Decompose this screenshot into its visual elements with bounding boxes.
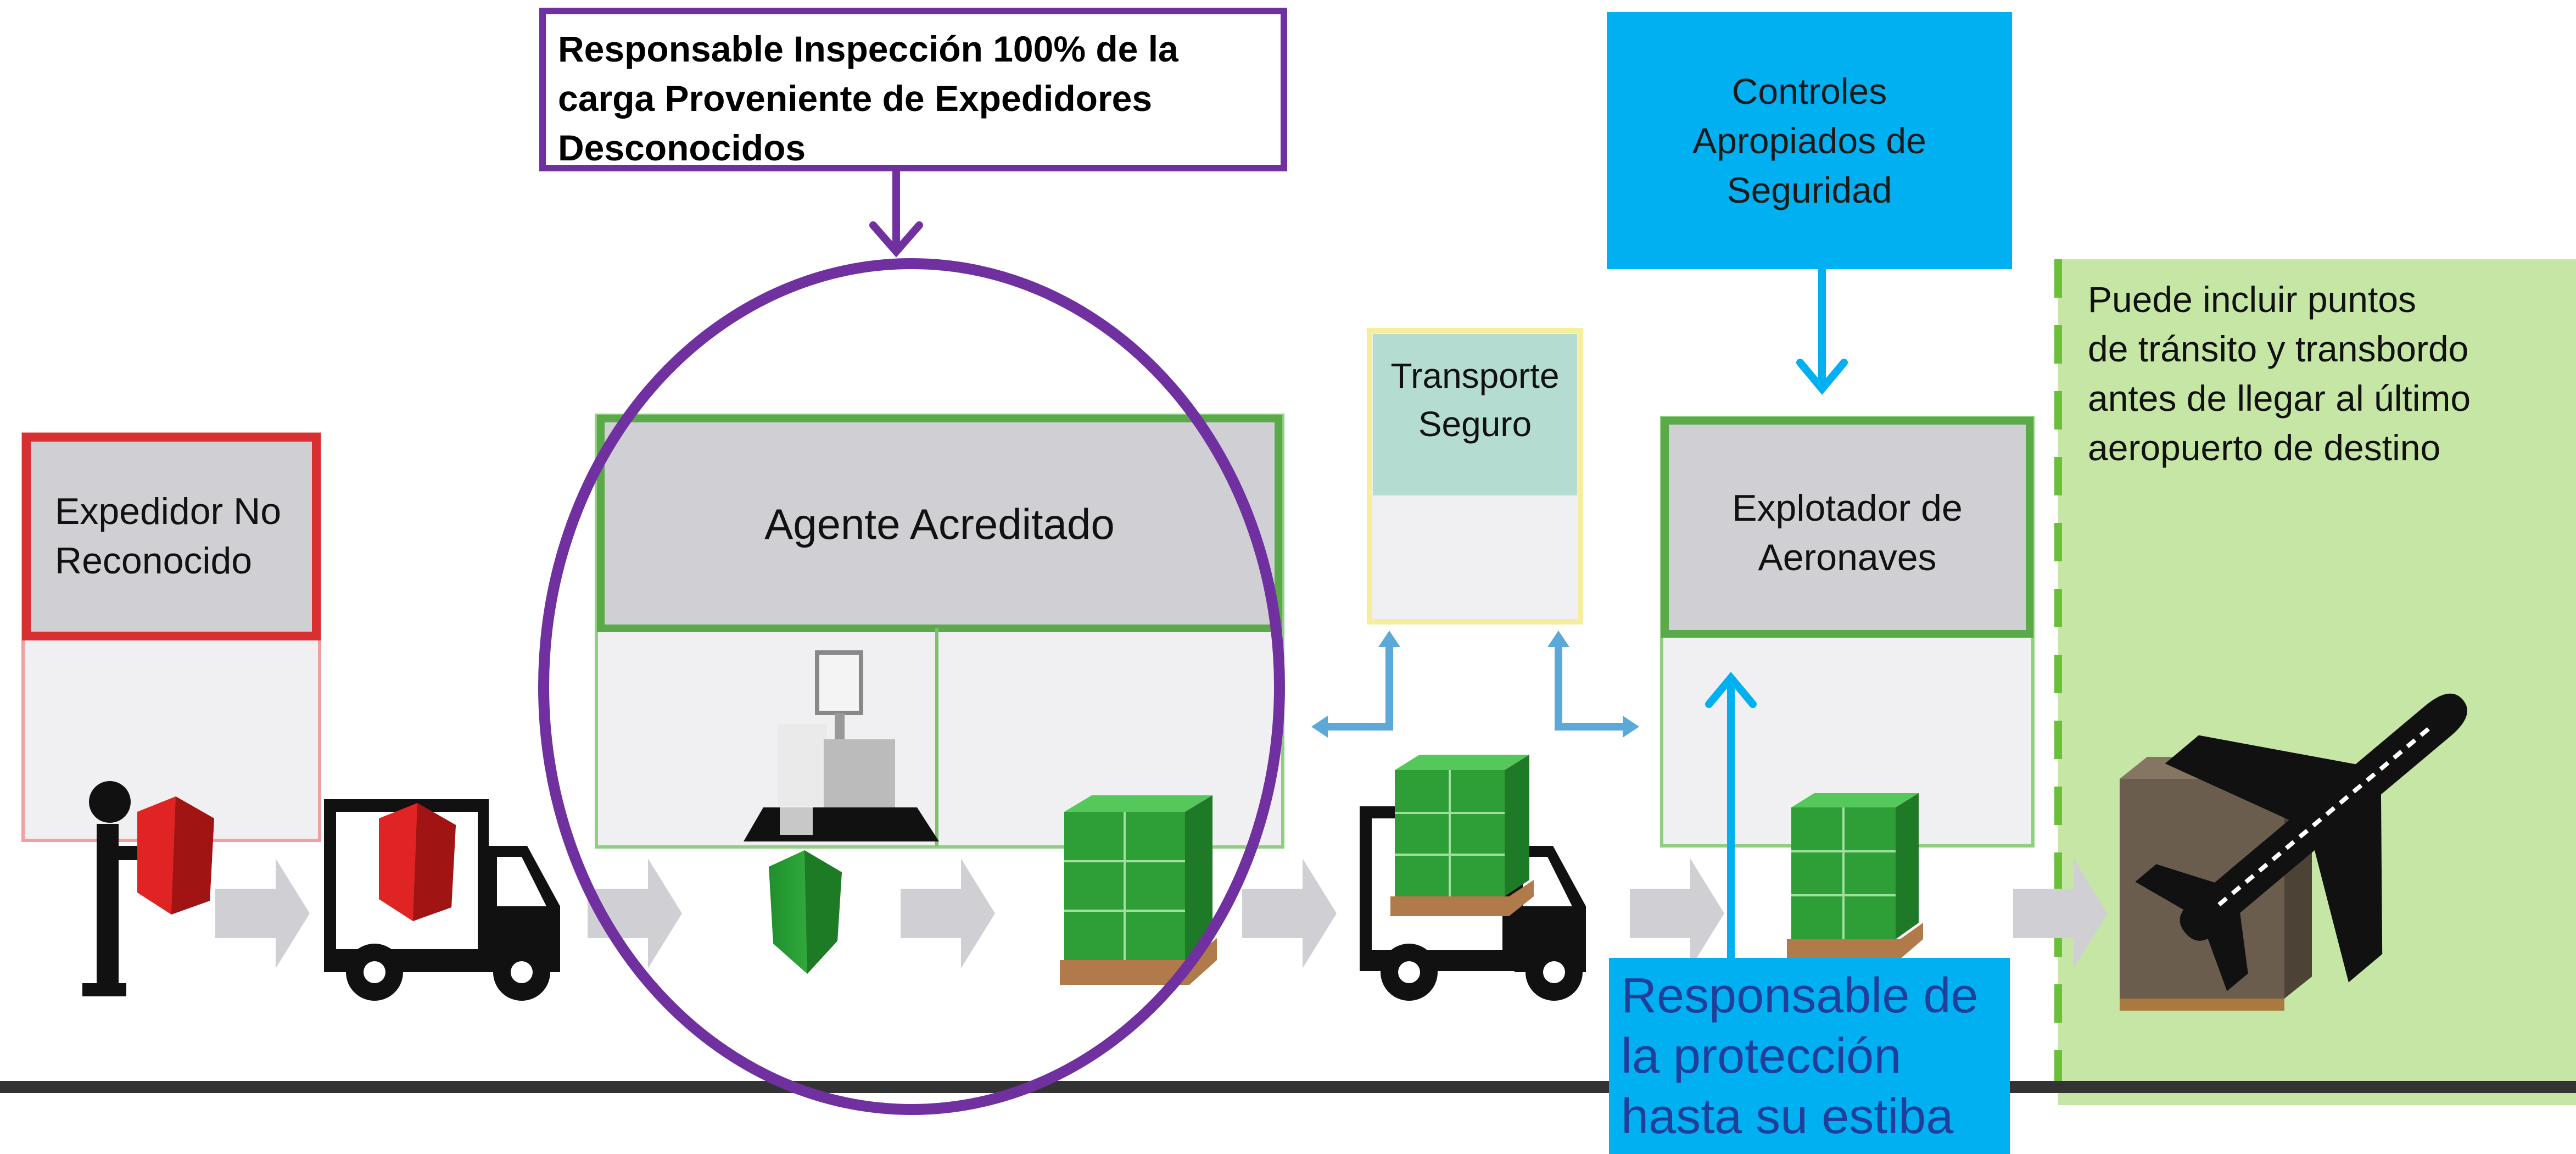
inspection-title-box: Responsable Inspección 100% de la carga … xyxy=(539,8,1287,171)
parcel-icon xyxy=(379,803,456,921)
operator-line: Aeronaves xyxy=(1758,537,1937,578)
protection-line: Responsable de xyxy=(1621,968,1979,1023)
arrow-icon xyxy=(2013,858,2108,968)
protection-line: hasta su estiba xyxy=(1621,1089,1954,1144)
destination-line: de tránsito y transbordo xyxy=(2088,328,2469,369)
controls-line: Seguridad xyxy=(1726,170,1892,210)
agent-highlight-circle xyxy=(538,258,1285,1115)
controls-line: Controles xyxy=(1731,71,1887,112)
inspection-title-line: carga Proveniente de Expedidores xyxy=(558,78,1153,119)
operator-line: Explotador de xyxy=(1732,487,1963,529)
shipper-line: Reconocido xyxy=(55,540,253,582)
flow-arrows xyxy=(215,858,2108,968)
arrow-icon xyxy=(215,858,310,968)
destination-line: Puede incluir puntos xyxy=(2088,279,2417,320)
protection-responsibility-box: Responsable de la protección hasta su es… xyxy=(1609,958,2010,1154)
inspection-title-line: Responsable Inspección 100% de la xyxy=(558,29,1178,69)
inspection-callout-arrow xyxy=(869,168,923,258)
protection-arrow xyxy=(1705,672,1757,965)
security-controls-box: Controles Apropiados de Seguridad xyxy=(1607,12,2012,269)
aircraft-operator-label: Explotador de Aeronaves xyxy=(1668,483,2026,582)
inspection-title-line: Desconocidos xyxy=(558,127,806,168)
arrow-icon xyxy=(1555,645,1624,731)
arrow-icon xyxy=(1242,858,1337,968)
pallet-icon xyxy=(1390,755,1534,916)
airplane-icon xyxy=(2135,693,2467,991)
destination-line: antes de llegar al último xyxy=(2088,378,2471,419)
transport-header xyxy=(1373,334,1577,495)
arrow-icon xyxy=(588,858,682,968)
agent-header xyxy=(597,415,1282,632)
transport-line: Seguro xyxy=(1418,404,1532,444)
transport-line: Transporte xyxy=(1390,356,1560,395)
arrow-icon xyxy=(1630,858,1724,968)
unknown-shipper-label: Expedidor No Reconocido xyxy=(55,487,318,586)
protection-line: la protección xyxy=(1621,1029,1902,1084)
controls-arrow xyxy=(1796,265,1848,395)
ground-line xyxy=(0,1081,2576,1093)
arrow-icon xyxy=(901,858,995,968)
pallet-icon xyxy=(1060,795,1217,985)
scale-icon xyxy=(744,650,939,841)
parcel-icon xyxy=(769,850,842,974)
destination-line: aeropuerto de destino xyxy=(2088,427,2441,468)
accredited-agent-label: Agente Acreditado xyxy=(764,500,1115,549)
secure-transport-label: Transporte Seguro xyxy=(1373,352,1577,448)
pallet-icon xyxy=(1787,793,1923,959)
parcel-icon xyxy=(137,796,214,915)
arrow-icon xyxy=(1326,645,1393,731)
destination-note: Puede incluir puntos de tránsito y trans… xyxy=(2088,275,2566,472)
transport-arrows xyxy=(1326,645,1624,731)
shipper-person-icon xyxy=(82,781,181,996)
shipper-header xyxy=(22,433,321,640)
operator-header xyxy=(1661,417,2033,638)
controls-line: Apropiados de xyxy=(1692,120,1926,161)
shipper-line: Expedidor No xyxy=(55,490,282,532)
